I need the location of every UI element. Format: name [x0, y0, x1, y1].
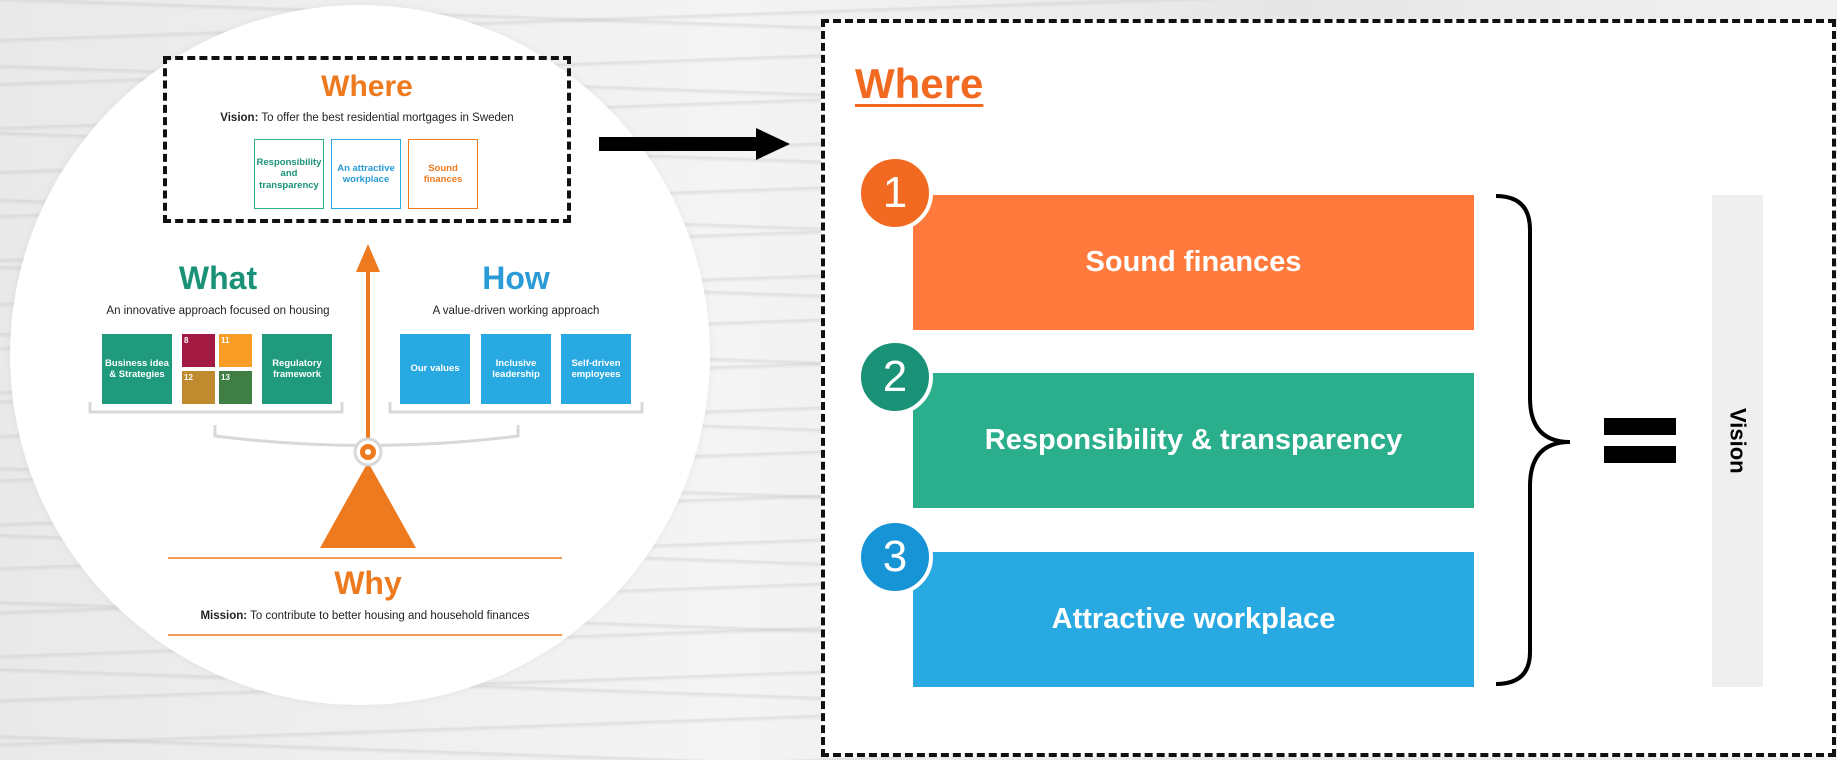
what-heading: What	[178, 260, 258, 296]
vision-label-vertical: Vision	[1712, 195, 1763, 687]
badge-2: 2	[857, 339, 933, 415]
badge-1: 1	[857, 155, 933, 231]
vision-text-vertical: Vision	[1725, 408, 1751, 474]
tile-regulatory-framework: Regulatory framework	[262, 334, 332, 404]
mission-text: To contribute to better housing and hous…	[250, 610, 530, 622]
bar-attractive-workplace: Attractive workplace	[913, 552, 1474, 687]
how-subtitle: A value-driven working approach	[432, 305, 600, 317]
equals-sign-lower	[1604, 446, 1676, 463]
vision-statement: Vision: To offer the best residential mo…	[163, 112, 571, 124]
sdg-tile-11: 11	[219, 334, 252, 367]
tile-sound-finances: Sound finances	[408, 139, 478, 209]
badge-3: 3	[857, 519, 933, 595]
sdg-tile-13: 13	[219, 371, 252, 404]
tile-inclusive-leadership: Inclusive leadership	[481, 334, 551, 404]
tile-responsibility-transparency: Responsibility and transparency	[254, 139, 324, 209]
tile-our-values: Our values	[400, 334, 470, 404]
balance-scale	[88, 244, 644, 636]
bar-responsibility-transparency: Responsibility & transparency	[913, 373, 1474, 508]
where-heading: Where	[321, 70, 413, 103]
vision-text: To offer the best residential mortgages …	[261, 112, 514, 124]
sdg-tile-8: 8	[182, 334, 215, 367]
right-where-title: Where	[855, 60, 984, 107]
vision-label: Vision:	[220, 112, 259, 124]
tile-self-driven-employees: Self-driven employees	[561, 334, 631, 404]
why-heading: Why	[334, 565, 402, 601]
mission-statement: Mission: To contribute to better housing…	[168, 610, 562, 622]
vision-box	[1712, 195, 1763, 687]
sdg-goals-grid: 8 11 12 13	[182, 334, 252, 404]
how-heading: How	[482, 260, 550, 296]
bar-sound-finances: Sound finances	[913, 195, 1474, 330]
what-subtitle: An innovative approach focused on housin…	[106, 305, 330, 317]
where-highlight-box	[163, 56, 571, 223]
tile-business-idea: Business idea & Strategies	[102, 334, 172, 404]
mission-label: Mission:	[200, 610, 248, 622]
curly-brace	[1495, 194, 1570, 686]
tile-attractive-workplace: An attractive workplace	[331, 139, 401, 209]
right-arrow	[599, 128, 790, 160]
sdg-tile-12: 12	[182, 371, 215, 404]
equals-sign	[1604, 418, 1676, 435]
